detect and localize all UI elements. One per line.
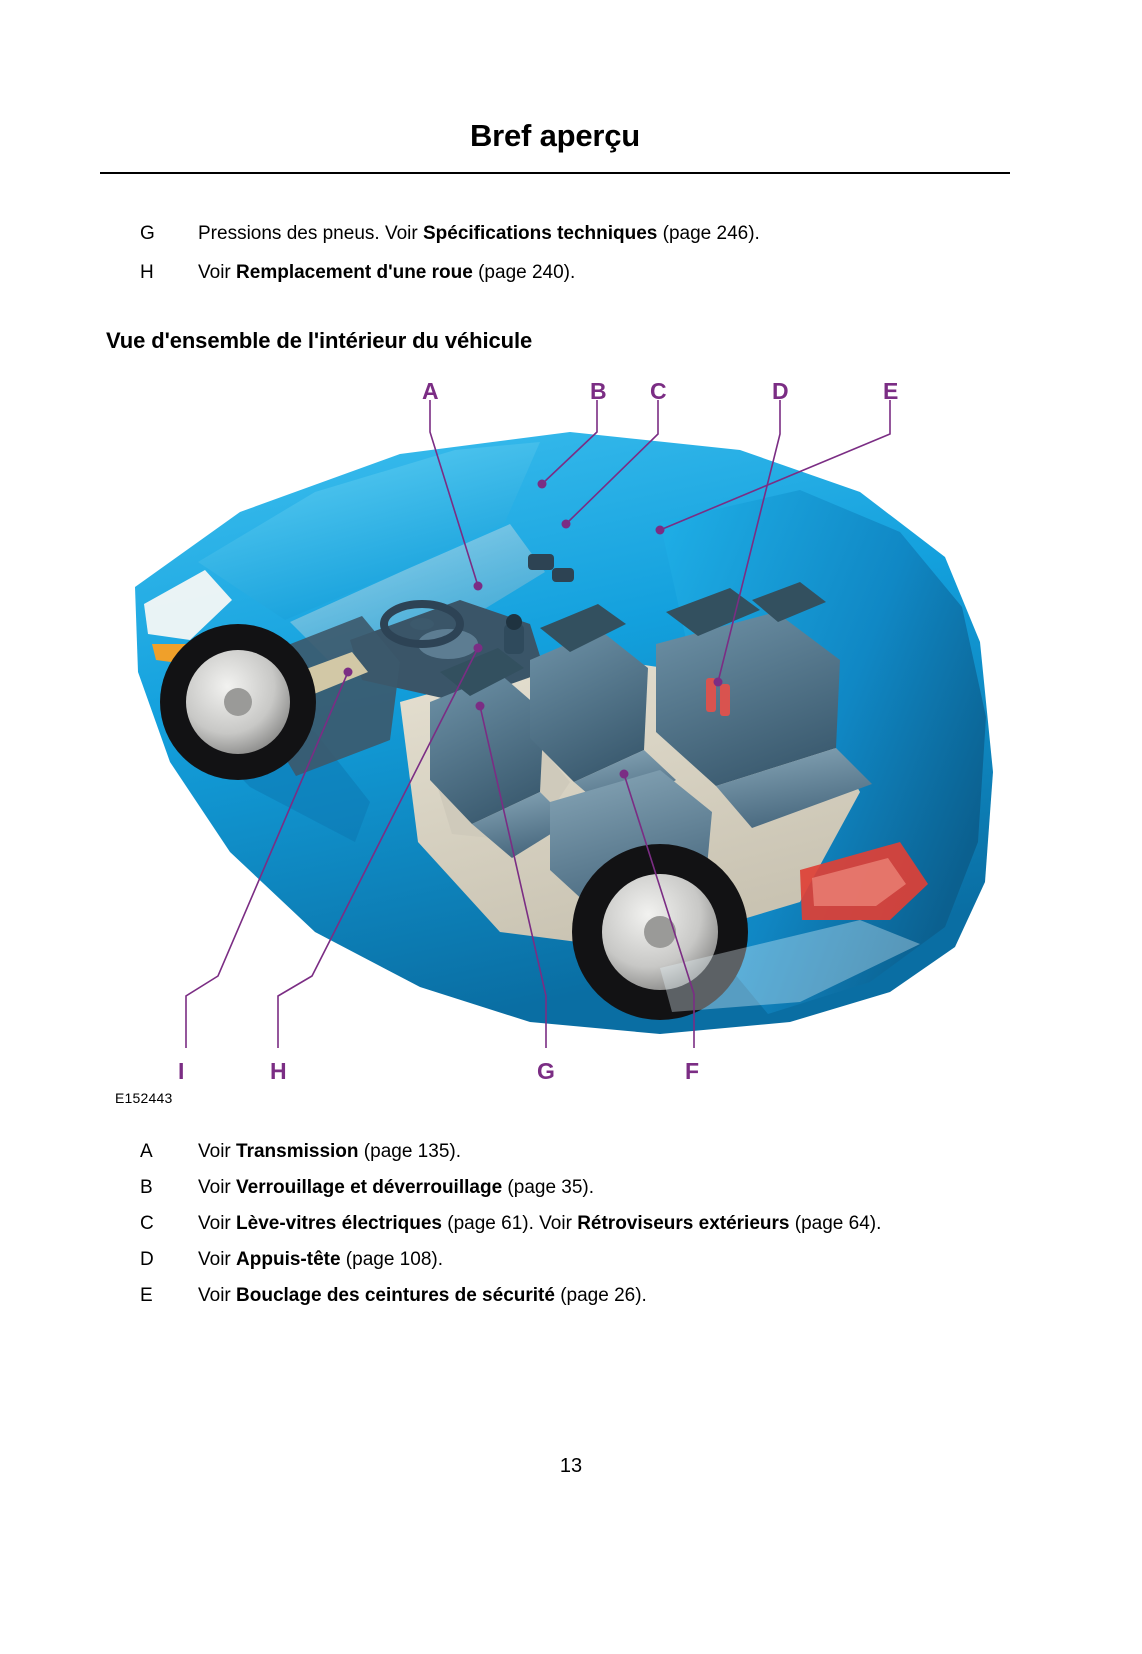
leader-f: [623, 773, 695, 1048]
reference-plain-text: Voir: [198, 1249, 237, 1270]
reference-letter: A: [140, 1141, 153, 1162]
top-reference-list: G Pressions des pneus. Voir Spécification…: [140, 220, 1010, 298]
car-roof: [198, 442, 540, 620]
callout-label-c: C: [650, 378, 667, 404]
reference-plain-text: (page 61). Voir: [441, 1213, 578, 1234]
rear-wheel: [572, 844, 748, 1020]
rear-bumper-highlight: [660, 920, 920, 1012]
gear-shifter: [504, 614, 524, 654]
callout-label-h: H: [270, 1058, 287, 1084]
mirror-switch: [552, 568, 574, 582]
rear-headrest-left: [666, 588, 760, 636]
leader-b: [541, 400, 598, 485]
reference-text: Voir Remplacement d'une roue (page 240).: [198, 259, 1010, 287]
reference-text: Voir Verrouillage et déverrouillage (pag…: [198, 1174, 1010, 1202]
steering-wheel: [380, 600, 464, 648]
callout-label-d: D: [772, 378, 789, 404]
vehicle-illustration: [135, 400, 993, 1048]
reference-row: A Voir Transmission (page 135).: [140, 1138, 1010, 1166]
callout-label-b: B: [590, 378, 607, 404]
door-trim: [298, 652, 368, 694]
rear-headrest-right: [752, 582, 826, 622]
reference-link-text[interactable]: Rétroviseurs extérieurs: [577, 1213, 790, 1234]
reference-plain-text: (page 35).: [502, 1177, 595, 1198]
passenger-headrest: [540, 604, 626, 652]
reference-text: Pressions des pneus. Voir Spécifications…: [198, 220, 1010, 248]
seat-belt-buckles: [706, 678, 730, 716]
page-header: Bref aperçu: [100, 118, 1010, 154]
reference-letter: B: [140, 1177, 153, 1198]
reference-row: C Voir Lève-vitres électriques (page 61).…: [140, 1210, 1010, 1238]
page-number: 13: [559, 1455, 583, 1477]
instrument-cluster: [418, 629, 478, 659]
window-switch-cluster: [528, 554, 554, 570]
page-title: Bref aperçu: [469, 118, 641, 153]
callout-label-g: G: [537, 1058, 555, 1084]
reference-row: D Voir Appuis-tête (page 108).: [140, 1246, 1010, 1274]
vehicle-interior-figure: A B C D E F G H I: [100, 372, 1020, 1112]
reference-plain-text: (page 246).: [657, 223, 760, 244]
reference-plain-text: (page 26).: [554, 1285, 647, 1306]
reference-letter: E: [140, 1285, 153, 1306]
leader-a: [429, 400, 479, 587]
reference-row: E Voir Bouclage des ceintures de sécurité…: [140, 1282, 1010, 1310]
reference-plain-text: Voir: [198, 1177, 237, 1198]
reference-link-text[interactable]: Lève-vitres électriques: [236, 1213, 442, 1234]
reference-plain-text: Voir: [198, 1285, 237, 1306]
reference-link-text[interactable]: Transmission: [236, 1141, 359, 1162]
callout-label-e: E: [883, 378, 899, 404]
reference-plain-text: (page 64).: [789, 1213, 882, 1234]
reference-letter: G: [140, 223, 155, 244]
leader-d: [717, 400, 781, 683]
reference-plain-text: (page 240).: [472, 262, 576, 283]
reference-row: H Voir Remplacement d'une roue (page 240)…: [140, 259, 1010, 287]
reference-row: G Pressions des pneus. Voir Spécification…: [140, 220, 1010, 248]
leader-e: [659, 400, 891, 531]
callout-label-a: A: [422, 378, 439, 404]
callout-label-f: F: [685, 1058, 700, 1084]
reference-text: Voir Bouclage des ceintures de sécurité …: [198, 1282, 1010, 1310]
reference-plain-text: Voir: [198, 1213, 237, 1234]
reference-row: B Voir Verrouillage et déverrouillage (pa…: [140, 1174, 1010, 1202]
reference-letter: H: [140, 262, 154, 283]
reference-plain-text: Pressions des pneus. Voir: [198, 223, 423, 244]
reference-letter: D: [140, 1249, 154, 1270]
header-divider: [100, 172, 1010, 174]
reference-plain-text: Voir: [198, 1141, 237, 1162]
reference-text: Voir Lève-vitres électriques (page 61). …: [198, 1210, 1010, 1238]
reference-plain-text: (page 135).: [358, 1141, 461, 1162]
reference-link-text[interactable]: Appuis-tête: [236, 1249, 341, 1270]
reference-link-text[interactable]: Verrouillage et déverrouillage: [236, 1177, 503, 1198]
tail-light-highlight: [812, 858, 906, 906]
reference-link-text[interactable]: Bouclage des ceintures de sécurité: [236, 1285, 555, 1306]
front-wheel: [160, 624, 316, 780]
callout-label-i: I: [178, 1058, 185, 1084]
section-heading: Vue d'ensemble de l'intérieur du véhicul…: [106, 328, 533, 353]
leader-c: [565, 400, 659, 525]
callout-leader-lines: [185, 400, 891, 1048]
reference-text: Voir Transmission (page 135).: [198, 1138, 1010, 1166]
leader-h: [277, 647, 479, 1048]
reference-link-text[interactable]: Remplacement d'une roue: [236, 262, 473, 283]
driver-headrest: [440, 648, 524, 696]
reference-text: Voir Appuis-tête (page 108).: [198, 1246, 1010, 1274]
reference-link-text[interactable]: Spécifications techniques: [422, 223, 658, 244]
bottom-reference-list: A Voir Transmission (page 135). B Voir Verr…: [140, 1138, 1010, 1318]
leader-i: [185, 671, 349, 1048]
reference-plain-text: Voir: [198, 262, 237, 283]
headlight: [144, 570, 232, 640]
driver-seat: [430, 648, 570, 858]
callout-endpoints: [343, 479, 723, 779]
figure-code: E152443: [115, 1090, 173, 1106]
rear-bench-seat: [656, 582, 872, 828]
leader-g: [479, 705, 547, 1048]
reference-letter: C: [140, 1213, 154, 1234]
reference-plain-text: (page 108).: [340, 1249, 443, 1270]
